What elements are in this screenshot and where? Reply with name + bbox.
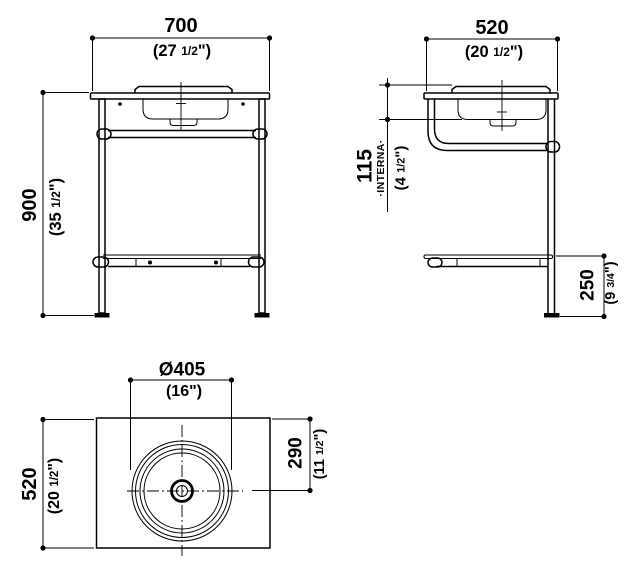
side-basin-depth-inch-post: ") (392, 145, 410, 158)
side-width-inch-frac: 1/2 (493, 44, 510, 59)
front-width-mm-label: 700 (164, 15, 198, 37)
side-shelf-height-inch-pre: (9 (602, 287, 619, 305)
plan-basin-diameter-inch-label: (16") (166, 384, 202, 400)
side-frame-outer (427, 99, 548, 152)
side-shelf-height-inch-frac: 3/4 (605, 273, 617, 288)
side-basin-rim (451, 85, 551, 93)
side-basin-depth-mm-label: 115 (353, 149, 377, 183)
plan-countertop-outline (95, 417, 271, 549)
plan-basin-center-inch-pre: (11 (311, 455, 328, 480)
front-height-inch-frac: 1/2 (48, 191, 63, 208)
front-left-foot (94, 313, 110, 318)
front-right-foot (254, 313, 270, 318)
front-basin-rim (134, 85, 233, 93)
plan-basin-diameter-inch-post: ") (189, 383, 203, 400)
plan-basin-center-mm-label: 290 (285, 437, 307, 469)
side-width-inch-post: ") (509, 42, 524, 61)
front-shelf-screw-right (214, 260, 218, 265)
front-screw-right (241, 102, 245, 106)
side-shelf-slab (423, 254, 553, 259)
front-view-dimension-lines (40, 35, 273, 319)
plan-view-dimension-lines (40, 377, 313, 551)
side-frame-cap (545, 140, 561, 153)
side-view-dimension-lines (379, 36, 607, 320)
side-countertop (423, 92, 559, 100)
side-basin-depth-inch-label: (4 1/2") (392, 145, 410, 191)
front-screw-left (118, 102, 122, 106)
front-width-inch-pre: (27 (152, 41, 182, 60)
plan-basin-diameter-mm-label: Ø405 (158, 359, 206, 381)
front-left-leg (98, 98, 106, 314)
front-height-inch-pre: (35 (46, 207, 65, 237)
front-drain-fitting (169, 119, 198, 126)
plan-basin-diameter-inch-pre: (16 (165, 383, 190, 400)
side-basin-depth-inch-pre: (4 (392, 172, 410, 191)
front-shelf-screw-left (148, 260, 152, 265)
side-foot (544, 313, 560, 318)
front-width-inch-label: (27 1/2") (153, 43, 211, 60)
front-view-linework (89, 82, 271, 318)
plan-depth-inch-pre: (20 (46, 486, 63, 515)
front-shelf-cap-left (92, 256, 110, 268)
front-basin-bowl (142, 99, 229, 120)
plan-depth-inch-frac: 1/2 (49, 470, 62, 487)
side-basin-depth-inch-frac: 1/2 (395, 157, 408, 173)
front-rail-cap-right (252, 128, 268, 140)
plan-depth-mm-label: 520 (19, 467, 41, 501)
side-basin-depth-note-label: ·INTERNA· (374, 139, 387, 197)
plan-basin-center-inch-post: ") (311, 428, 328, 441)
front-height-mm-label: 900 (19, 188, 41, 222)
side-shelf-height-inch-post: ") (602, 261, 619, 274)
front-height-inch-label: (35 1/2") (46, 177, 65, 237)
plan-view-linework (95, 417, 271, 556)
side-drain-fitting (489, 119, 517, 127)
side-width-mm-label: 520 (475, 17, 509, 39)
front-rail-cap-left (96, 128, 112, 140)
front-shelf-cap-right (247, 256, 265, 268)
side-frame-inner (433, 99, 548, 145)
front-right-leg (258, 98, 266, 314)
side-width-inch-pre: (20 (464, 42, 494, 61)
plan-depth-inch-post: ") (46, 457, 63, 471)
plan-basin-center-inch-frac: 1/2 (314, 440, 326, 456)
side-shelf-height-mm-label: 250 (577, 269, 599, 301)
side-shelf-cap (427, 257, 443, 268)
side-width-inch-label: (20 1/2") (465, 44, 523, 61)
front-width-inch-post: ") (197, 41, 212, 60)
side-shelf-height-inch-label: (9 3/4") (602, 261, 619, 305)
front-countertop (89, 92, 271, 100)
plan-basin-center-inch-label: (11 1/2") (311, 428, 328, 480)
side-view-linework (423, 80, 561, 318)
front-height-inch-post: ") (46, 177, 65, 192)
plan-depth-inch-label: (20 1/2") (46, 457, 63, 515)
front-width-inch-frac: 1/2 (181, 43, 198, 58)
